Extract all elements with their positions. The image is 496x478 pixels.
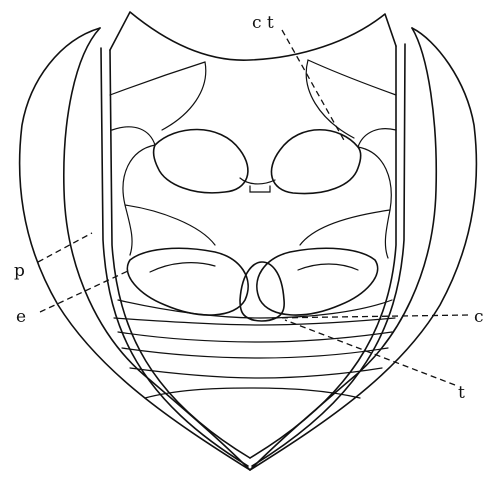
plate-left-wall-inner bbox=[110, 50, 250, 458]
plate-left-wall bbox=[101, 48, 248, 466]
label-c: c bbox=[474, 307, 484, 327]
leader-ct bbox=[282, 30, 345, 142]
mid-suture-right bbox=[300, 210, 390, 245]
mid-plate-left bbox=[112, 127, 155, 255]
shell-inner-rim-left bbox=[64, 28, 250, 470]
upper-bridge-lower bbox=[250, 186, 270, 192]
mid-suture-left bbox=[125, 205, 215, 245]
lower-left-oval bbox=[127, 248, 248, 315]
leader-p bbox=[38, 233, 92, 262]
band-2 bbox=[114, 318, 395, 325]
head-suture-right bbox=[306, 60, 396, 138]
lower-left-oval-inner bbox=[150, 263, 215, 272]
label-e: e bbox=[16, 307, 26, 327]
lower-right-oval-inner bbox=[298, 264, 358, 270]
lower-right-oval bbox=[257, 248, 378, 315]
label-p: p bbox=[14, 261, 25, 281]
mid-plate-right bbox=[358, 129, 396, 258]
label-t: t bbox=[458, 383, 465, 403]
label-ct: c t bbox=[252, 13, 274, 33]
leader-t bbox=[285, 320, 455, 385]
band-6 bbox=[145, 388, 360, 398]
outer-shell-outline bbox=[20, 28, 477, 470]
head-suture-left bbox=[110, 62, 206, 130]
plate-right-wall bbox=[252, 44, 405, 466]
band-4 bbox=[122, 348, 388, 358]
upper-left-oval bbox=[154, 129, 248, 192]
band-3 bbox=[118, 332, 392, 342]
band-5 bbox=[130, 368, 382, 378]
upper-bridge bbox=[240, 178, 275, 184]
plate-right-wall-inner bbox=[250, 46, 396, 458]
upper-right-oval bbox=[271, 130, 360, 194]
